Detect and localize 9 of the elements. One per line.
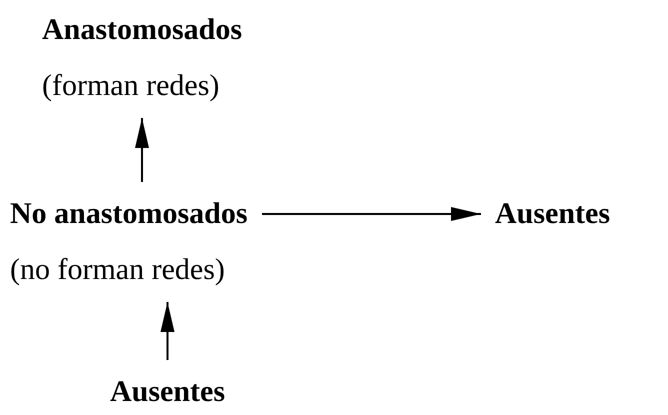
node-heading: Ausentes [110, 374, 226, 410]
node-heading: Anastomosados [42, 12, 242, 48]
arrow [135, 118, 149, 182]
node-subtitle: (forman redes) [42, 68, 220, 104]
arrow [160, 302, 174, 360]
node-heading: No anastomosados [10, 196, 248, 232]
node-heading: Ausentes [495, 196, 610, 232]
arrow [262, 207, 481, 221]
node-subtitle: (no forman redes) [10, 252, 225, 288]
